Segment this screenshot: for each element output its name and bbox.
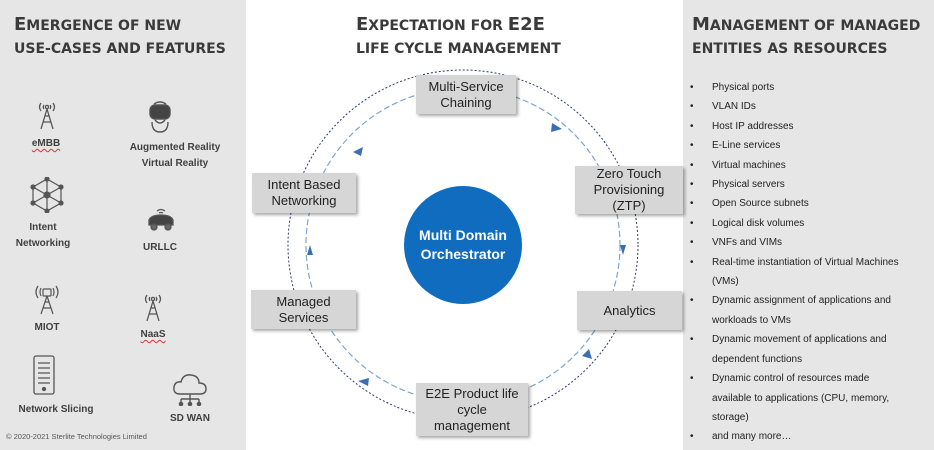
- copyright: © 2020-2021 Sterlite Technologies Limite…: [6, 432, 147, 441]
- server-rack-icon: [33, 355, 55, 395]
- bullet-item: Real-time instantiation of Virtual Machi…: [690, 253, 930, 292]
- left-panel: [0, 0, 246, 450]
- bullet-item: Dynamic assignment of applications and wo…: [690, 291, 930, 330]
- bullet-text: Open Source subnets: [712, 198, 809, 210]
- bullet-text: Physical ports: [712, 82, 775, 93]
- bullet-text: Host IP addresses: [712, 120, 794, 132]
- right-panel-title: MANAGEMENT OF MANAGED ENTITIES AS RESOUR…: [692, 14, 921, 57]
- ring-arrow: [582, 349, 592, 359]
- bullet-text: Virtual machines: [712, 159, 786, 171]
- bullet-text: Logical disk volumes: [712, 217, 805, 229]
- ar-vr-label: Augmented Reality Virtual Reality: [129, 142, 221, 169]
- naas-label: NaaS: [140, 329, 166, 340]
- bullet-item: VLAN IDs: [690, 97, 930, 117]
- cloud-network-icon: [173, 374, 207, 406]
- connected-car-icon: [148, 208, 174, 231]
- bullet-text: (VMs): [712, 276, 739, 288]
- ring-arrow: [551, 123, 562, 132]
- ring-arrow: [307, 245, 313, 255]
- node-analytics: Analytics: [577, 291, 682, 330]
- bullet-item: E-Line services: [690, 136, 930, 156]
- antenna-tower-icon: [144, 294, 162, 322]
- bullet-item: Host IP addresses: [690, 117, 930, 137]
- center-panel-title: EXPECTATION FOR E2E LIFE CYCLE MANAGEMEN…: [356, 14, 561, 57]
- bullet-item: Physical ports: [690, 78, 930, 98]
- antenna-tower-icon: [38, 102, 56, 130]
- bullet-text: available to applications (CPU, memory,: [712, 392, 890, 404]
- bullet-item: Virtual machines: [690, 156, 930, 176]
- intent-networking-label: Intent Networking: [15, 222, 71, 249]
- bullet-text: Dynamic control of resources made: [712, 373, 870, 385]
- bullet-text: Real-time instantiation of Virtual Machi…: [712, 256, 899, 268]
- bullet-item: Open Source subnets: [690, 194, 930, 214]
- left-panel-title: EMERGENCE OF NEW USE-CASES AND FEATURES: [14, 14, 226, 57]
- bullet-item: VNFs and VIMs: [690, 233, 930, 253]
- miot-label: MIOT: [34, 322, 60, 333]
- ring-arrow: [620, 245, 626, 255]
- bullet-text: Physical servers: [712, 179, 785, 191]
- managed-entities-list: Physical portsVLAN IDsHost IP addressesE…: [690, 78, 930, 447]
- bullet-text: Dynamic movement of applications and: [712, 334, 887, 346]
- bullet-item: Dynamic movement of applications and depe…: [690, 330, 930, 369]
- network-mesh-icon: [30, 177, 64, 213]
- bullet-text: VNFs and VIMs: [712, 237, 783, 249]
- bullet-text: Dynamic assignment of applications and: [712, 295, 891, 307]
- bullet-text: storage): [712, 411, 749, 423]
- iot-antenna-icon: [35, 285, 59, 315]
- bullet-text: E-Line services: [712, 140, 781, 152]
- outer-ring: [287, 69, 639, 421]
- bullet-item: Physical servers: [690, 175, 930, 195]
- urllc-label: URLLC: [143, 242, 177, 253]
- bullet-item: Dynamic control of resources made availab…: [690, 369, 930, 427]
- network-slicing-label: Network Slicing: [18, 404, 94, 415]
- bullet-text: and many more…: [712, 431, 792, 443]
- vr-headset-icon: [149, 101, 171, 133]
- embb-label: eMBB: [31, 138, 61, 149]
- bullet-item: Logical disk volumes: [690, 214, 930, 234]
- bullet-text: workloads to VMs: [712, 314, 791, 326]
- sd-wan-label: SD WAN: [170, 413, 210, 424]
- bullet-item: and many more…: [690, 427, 930, 447]
- bullet-text: VLAN IDs: [712, 101, 756, 113]
- ring-arrow: [358, 378, 369, 386]
- bullet-text: dependent functions: [712, 353, 803, 365]
- ring-arrow: [353, 147, 363, 156]
- multi-domain-orchestrator: Multi Domain Orchestrator: [404, 186, 522, 304]
